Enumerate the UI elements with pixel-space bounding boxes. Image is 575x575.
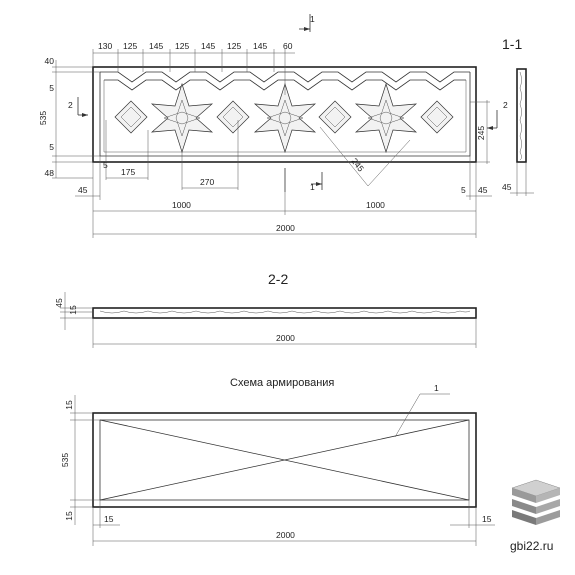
panel-frame <box>99 72 471 157</box>
dim-175: 175 <box>121 167 135 177</box>
rebar-diagonal-2 <box>99 419 470 501</box>
left-dim-5-bottom: 5 <box>49 142 54 152</box>
reinforcement-scheme: Схема армирования 1 15 535 15 15 15 2000 <box>60 377 495 546</box>
side-dim-45: 45 <box>502 182 512 192</box>
dim-5-right: 5 <box>461 185 466 195</box>
diagonal-dim-245: 245 <box>319 126 411 187</box>
leader-label: 1 <box>434 383 439 393</box>
front-view: 130 125 145 125 145 125 145 60 1 1-1 40 … <box>38 14 534 238</box>
side-mark-left-label: 2 <box>68 100 73 110</box>
section-1-1-label: 1-1 <box>502 36 522 52</box>
section-2-2-view: 2-2 45 15 2000 <box>54 271 477 348</box>
rebar-frame <box>99 419 470 501</box>
top-dim-2: 125 <box>123 41 137 51</box>
slab-outline <box>92 66 477 163</box>
top-dim-4: 125 <box>175 41 189 51</box>
side-mark-left: 2 <box>68 97 88 117</box>
inner-dim-270: 270 <box>181 120 239 190</box>
cut-mark-top: 1 <box>299 14 315 32</box>
top-dim-5: 145 <box>201 41 215 51</box>
cut-mark-top-label: 1 <box>310 14 315 24</box>
left-dim-5-top: 5 <box>49 83 54 93</box>
diamond-ornament-2 <box>216 100 250 134</box>
reinf-dim-15-top: 15 <box>64 400 74 410</box>
left-dim-48: 48 <box>45 168 55 178</box>
top-dim-6: 125 <box>227 41 241 51</box>
top-dimension-chain: 130 125 145 125 145 125 145 60 <box>92 41 295 95</box>
dim-1000-right: 1000 <box>366 200 385 210</box>
star-ornament-2 <box>253 82 317 154</box>
left-dimension-chain: 40 5 535 5 48 <box>38 56 100 179</box>
top-dim-8: 60 <box>283 41 293 51</box>
top-dim-3: 145 <box>149 41 163 51</box>
dim-245-diag: 245 <box>349 156 366 174</box>
left-dim-535: 535 <box>38 111 48 125</box>
dim-5-bottom: 5 <box>103 160 108 170</box>
zigzag-edge <box>100 71 470 83</box>
reinf-dim-15-left: 15 <box>104 514 114 524</box>
star-ornament-3 <box>354 82 418 154</box>
dim-1000-left: 1000 <box>172 200 191 210</box>
dim-45-right: 45 <box>478 185 488 195</box>
dim-270: 270 <box>200 177 214 187</box>
cut-mark-bottom: 1 <box>284 168 323 192</box>
section2-dim-45: 45 <box>54 298 64 308</box>
side-mark-right: 2 <box>487 100 508 130</box>
top-dim-1: 130 <box>98 41 112 51</box>
dim-45-left: 45 <box>78 185 88 195</box>
reinforcement-outline <box>92 412 477 508</box>
bottom-dimensions: 45 5 45 1000 1000 2000 <box>75 156 492 238</box>
reinf-dim-15-bottom: 15 <box>64 511 74 521</box>
section-2-2-label: 2-2 <box>268 271 288 287</box>
cut-mark-bottom-label: 1 <box>310 182 315 192</box>
diamond-ornament-4 <box>420 100 454 134</box>
leader-mark-1: 1 <box>394 383 450 438</box>
watermark-text: gbi22.ru <box>510 539 553 553</box>
diamond-ornament-3 <box>318 100 352 134</box>
stacked-slabs-icon <box>511 479 561 525</box>
side-section-view: 45 <box>502 68 534 196</box>
reinf-dim-15-right: 15 <box>482 514 492 524</box>
dim-2000-front: 2000 <box>276 223 295 233</box>
section-2-2-outline <box>92 307 477 319</box>
reinf-dim-535: 535 <box>60 453 70 467</box>
inner-dim-175: 175 5 <box>103 120 149 180</box>
top-dim-7: 145 <box>253 41 267 51</box>
section2-dim-2000: 2000 <box>276 333 295 343</box>
side-mark-right-label: 2 <box>503 100 508 110</box>
section2-dim-15: 15 <box>68 305 78 315</box>
right-dim-245: 245 <box>470 100 490 164</box>
reinf-dim-2000: 2000 <box>276 530 295 540</box>
zigzag-edge-inner <box>104 79 466 91</box>
reinforcement-title: Схема армирования <box>230 377 334 389</box>
star-ornament-1 <box>150 82 214 154</box>
diamond-ornament-1 <box>114 100 148 134</box>
dim-245-right: 245 <box>476 126 486 140</box>
left-dim-40: 40 <box>45 56 55 66</box>
side-section-outline <box>516 68 527 163</box>
